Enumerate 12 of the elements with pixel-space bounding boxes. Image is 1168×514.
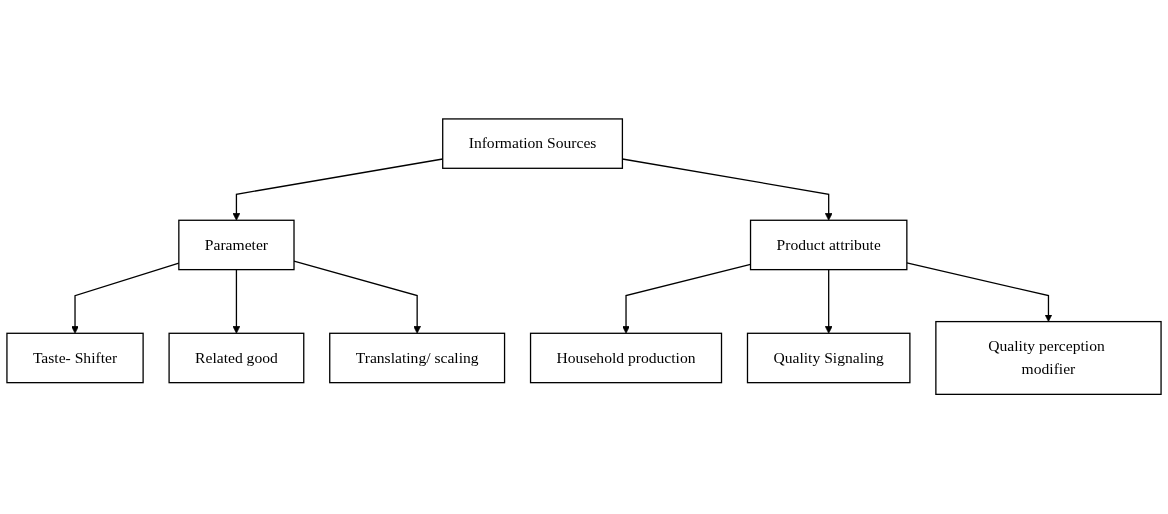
arrow (906, 262, 1053, 323)
node-box: Information Sources (442, 118, 624, 170)
arrow (232, 269, 241, 334)
node-box: Related good (168, 333, 305, 384)
node-box: Product attribute (749, 219, 908, 271)
node-box: Quality perception modifier (935, 321, 1162, 396)
node-box: Parameter (178, 219, 295, 271)
node-box: Quality Signaling (746, 333, 911, 384)
arrow (824, 269, 833, 334)
node-box: Taste- Shifter (6, 333, 144, 384)
node-box: Household production (529, 333, 723, 384)
node-box: Translating/ scaling (329, 333, 506, 384)
